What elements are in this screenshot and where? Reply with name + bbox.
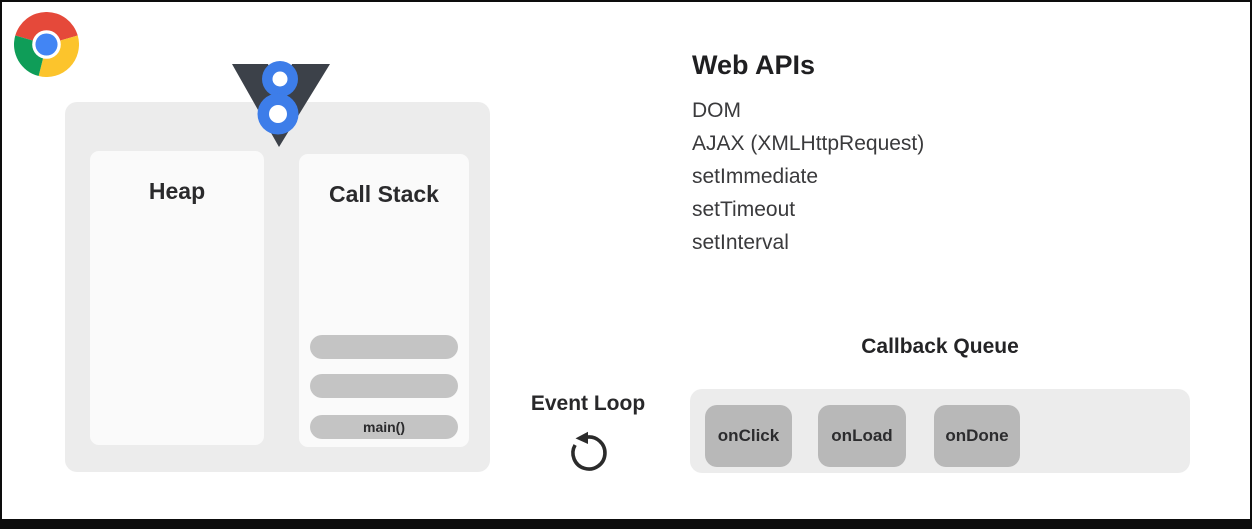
callback-item-onload: onLoad: [818, 405, 906, 467]
stack-frame: [310, 374, 458, 398]
web-api-item: setInterval: [692, 231, 789, 254]
stack-frame-main: main(): [310, 415, 458, 439]
web-api-item: setImmediate: [692, 165, 819, 188]
call-stack-label: Call Stack: [329, 181, 439, 207]
callback-item-onclick: onClick: [705, 405, 792, 467]
call-stack-panel: Call Stack main(): [299, 154, 469, 447]
v8-logo-icon: [232, 61, 330, 147]
bottom-frame-bar: [2, 519, 1250, 527]
v8-engine-container: Heap Call Stack main(): [65, 102, 490, 472]
counterclockwise-arrow-icon: [571, 431, 607, 471]
web-api-item: AJAX (XMLHttpRequest): [692, 132, 925, 155]
web-api-item: setTimeout: [692, 198, 796, 221]
chrome-logo-icon: [14, 12, 79, 77]
callback-item-ondone: onDone: [934, 405, 1020, 467]
web-api-item: DOM: [692, 99, 741, 122]
web-apis-title: Web APIs: [692, 50, 816, 80]
callback-queue-container: onClick onLoad onDone: [690, 389, 1190, 473]
callback-queue-title: Callback Queue: [861, 335, 1019, 358]
stack-frame: [310, 335, 458, 359]
heap-label: Heap: [148, 178, 206, 204]
event-loop-label: Event Loop: [530, 392, 646, 415]
web-apis-section: Web APIs DOM AJAX (XMLHttpRequest) setIm…: [692, 50, 924, 259]
heap-panel: Heap: [90, 151, 264, 445]
